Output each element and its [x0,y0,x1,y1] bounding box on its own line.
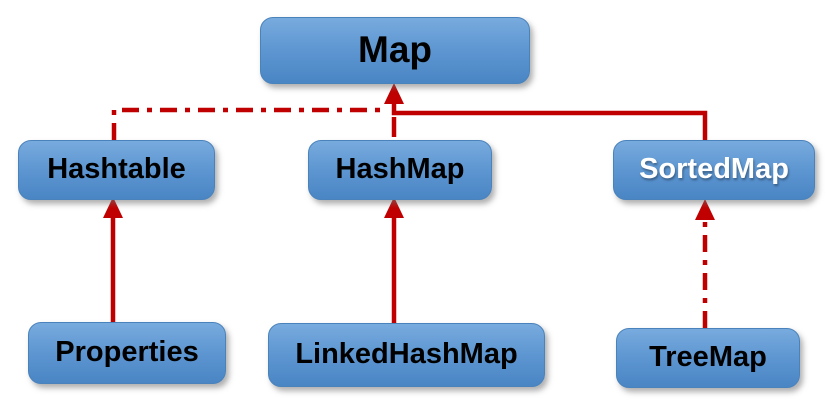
node-map: Map [260,17,530,84]
arrowhead-into-sortedmap [695,199,715,220]
node-properties-label: Properties [55,335,199,368]
arrowhead-into-hashmap [384,197,404,218]
node-hashmap: HashMap [308,140,492,200]
edge-hashtable-to-map [111,107,388,140]
edge-sortedmap-to-map [391,100,708,140]
node-sortedmap: SortedMap [613,140,815,200]
node-hashmap-label: HashMap [335,152,465,185]
node-sortedmap-label: SortedMap [639,152,789,185]
node-map-label: Map [358,28,432,70]
node-treemap-label: TreeMap [649,340,767,373]
arrowhead-into-hashtable [103,197,123,218]
arrowhead-into-map [384,83,404,104]
node-hashtable-label: Hashtable [47,152,186,185]
node-treemap: TreeMap [616,328,800,388]
node-hashtable: Hashtable [18,140,215,200]
node-linkedhashmap: LinkedHashMap [268,323,545,387]
node-linkedhashmap-label: LinkedHashMap [295,337,518,370]
node-properties: Properties [28,322,226,384]
